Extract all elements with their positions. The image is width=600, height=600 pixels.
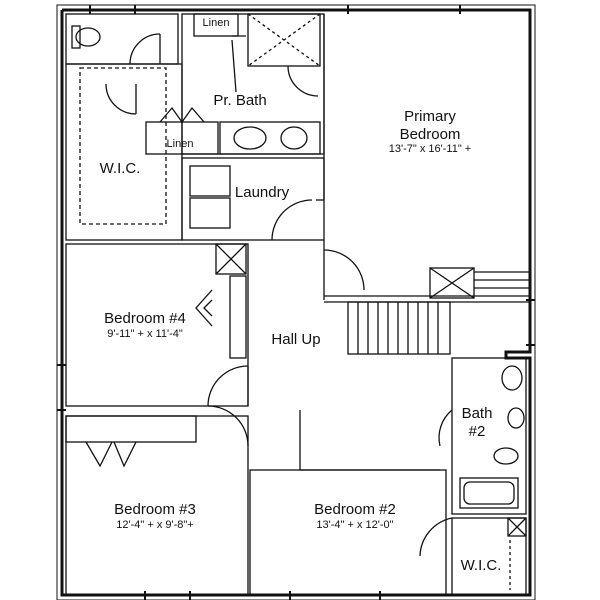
stairs [347,267,530,355]
bedroom3-walls [65,415,249,596]
bath2-name-line1: Bath [461,405,493,422]
hall-up-label: Hall Up [271,331,321,348]
wic-left-label: W.I.C. [99,160,141,177]
bedroom4-walls [65,243,249,407]
bedroom3-label: Bedroom #3 12'-4" + x 9'-8"+ [80,501,230,531]
bedroom4-name: Bedroom #4 [104,310,186,327]
bedroom4-label: Bedroom #4 9'-11" + x 11'-4" [70,310,220,340]
bedroom3-name: Bedroom #3 [114,501,196,518]
pr-bath-label: Pr. Bath [213,92,267,109]
bedroom2-dims: 13'-4" + x 12'-0" [316,518,394,531]
bedroom3-dims: 12'-4" + x 9'-8"+ [116,518,194,531]
primary-bedroom-name-line1: Primary [404,108,456,125]
linen-top-label: Linen [202,17,230,29]
bedroom4-dims: 9'-11" + x 11'-4" [107,327,183,340]
bedroom2-label: Bedroom #2 13'-4" + x 12'-0" [280,501,430,531]
hall-walls [207,365,301,470]
primary-bedroom-name-line2: Bedroom [399,125,461,143]
bath2-name-line2: #2 [468,422,486,440]
wic-left-closet [65,63,183,241]
toilet-room [65,13,179,65]
primary-bedroom-walls [316,14,530,303]
pr-bath-room [105,13,325,155]
bath2-walls [438,357,527,515]
primary-bedroom-dims: 13'-7" x 16'-11" + [388,143,472,156]
bath2-label: Bath #2 [453,405,501,440]
bedroom2-name: Bedroom #2 [314,501,396,518]
laundry-label: Laundry [234,184,290,201]
bedroom2-walls [249,469,447,596]
wic-right-closet [419,517,527,596]
linen-mid-label: Linen [166,138,194,150]
primary-bedroom-label: Primary Bedroom 13'-7" x 16'-11" + [365,108,495,155]
wic-right-label: W.I.C. [460,557,502,574]
